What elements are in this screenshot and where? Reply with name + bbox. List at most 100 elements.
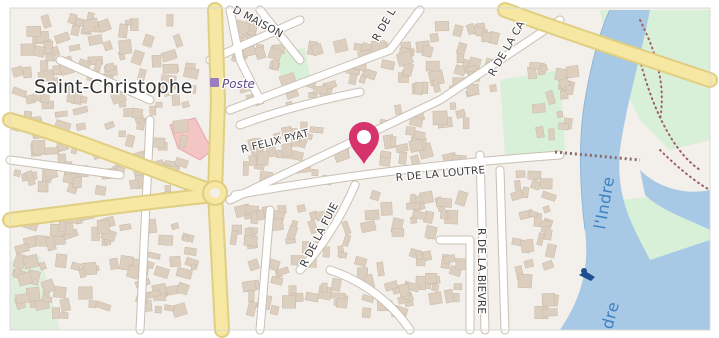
road-major-west-lower [4,189,221,226]
building [95,300,112,312]
building [104,120,115,130]
building [14,242,30,255]
building [124,19,133,26]
building [443,288,455,304]
place-label-saint-christophe: Saint-Christophe [34,76,193,98]
building [104,62,115,72]
building [413,81,424,96]
building [13,169,22,178]
building [515,170,526,178]
building [75,122,87,131]
building [190,263,198,271]
river-branch [640,170,710,230]
building [291,136,300,147]
building [176,281,190,296]
building [449,102,457,110]
building [376,261,385,277]
building [40,278,56,294]
building [541,190,557,202]
building [509,189,525,202]
building [361,294,375,304]
building [520,238,535,254]
building [414,250,424,261]
building [245,300,258,317]
building [183,246,198,256]
building [51,45,61,57]
building [149,105,157,116]
building [118,23,129,39]
building [380,59,396,71]
road-parallel-bievre [496,166,509,334]
building [364,209,380,221]
building [118,130,126,138]
building [466,83,480,96]
building [38,261,47,271]
building [181,100,190,109]
building [290,127,298,136]
building [51,307,61,319]
building [311,169,319,177]
building [31,139,46,155]
building [67,12,78,25]
road-north-small [256,6,304,64]
building [307,219,319,235]
building [361,307,372,319]
building [59,297,72,312]
building [171,94,181,107]
road-rue-de-top [226,6,424,114]
building [337,251,348,259]
footpath-3 [639,59,701,171]
building [411,210,427,221]
river-water [560,10,710,330]
building [391,228,405,237]
building [332,38,349,54]
building [389,136,397,147]
building [109,88,127,105]
building [436,197,453,208]
building [155,101,163,108]
building [398,151,408,165]
river-indre [560,9,710,330]
road-west [6,156,124,179]
building [68,43,81,52]
building [462,117,470,130]
footbridge [554,150,641,162]
building [72,176,83,189]
building [341,220,352,236]
building [309,126,324,134]
building [541,259,555,271]
building [394,104,403,115]
building [151,54,162,68]
building [66,89,76,103]
building [542,205,551,214]
road-major-north-south [209,4,228,336]
building [296,204,307,213]
building [79,95,88,104]
building [22,66,33,79]
building [528,210,538,218]
building [455,108,467,119]
building [270,275,284,286]
poi-label-poste: Poste [222,77,255,91]
map-border [9,7,711,331]
building [543,228,553,241]
building [171,302,188,318]
building [55,253,68,268]
building [545,89,557,106]
building [45,236,57,252]
building [70,261,82,272]
building [78,267,86,279]
building [169,255,182,268]
location-marker[interactable] [349,122,379,164]
building [342,233,352,247]
building [40,14,52,29]
building [310,43,324,57]
building [540,178,553,190]
building [53,77,62,87]
building [434,20,450,32]
building [442,253,457,265]
building [322,246,330,258]
building [556,110,564,119]
